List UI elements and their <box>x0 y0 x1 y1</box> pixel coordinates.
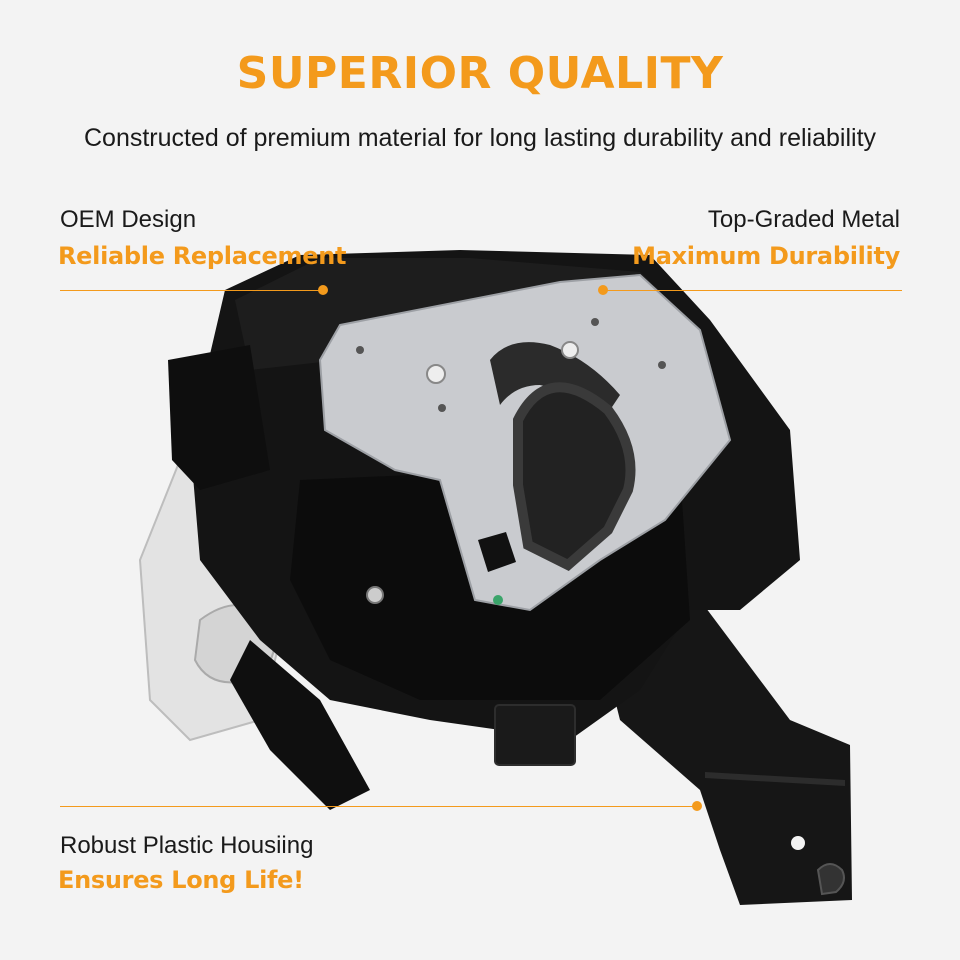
page-title: SUPERIOR QUALITY <box>236 48 724 99</box>
callout-top-right-dot <box>598 285 608 295</box>
callout-top-left-line <box>60 290 322 291</box>
foam-pad <box>513 382 636 571</box>
plug-connector <box>494 704 576 766</box>
left-connector <box>168 345 270 490</box>
callout-bottom-left-line <box>60 806 696 807</box>
callout-bottom-left-dot <box>692 801 702 811</box>
mounting-bracket <box>600 600 852 905</box>
rivet-1 <box>426 364 446 384</box>
bolt-hole-3 <box>591 318 599 326</box>
bracket-slot <box>705 772 845 786</box>
callout-top-left-dot <box>318 285 328 295</box>
page-subtitle: Constructed of premium material for long… <box>83 124 877 152</box>
bolt-hole-4 <box>658 361 666 369</box>
callout-top-right-line <box>605 290 902 291</box>
bracket-hole <box>791 836 805 850</box>
callout-top-left-label: OEM Design <box>60 206 197 233</box>
callout-top-right-highlight: Maximum Durability <box>632 242 900 270</box>
rivet-2 <box>561 341 579 359</box>
black-button <box>478 532 516 572</box>
bolt-hole-1 <box>438 404 446 412</box>
callout-top-left-highlight: Reliable Replacement <box>58 242 347 270</box>
callout-bottom-left-label: Robust Plastic Housiing <box>60 832 314 859</box>
callout-bottom-left-highlight: Ensures Long Life! <box>58 866 304 894</box>
bolt-hole-2 <box>356 346 364 354</box>
green-indicator <box>493 595 503 605</box>
bracket-clip <box>816 863 845 896</box>
callout-top-right-label: Top-Graded Metal <box>707 206 900 233</box>
side-arm <box>230 640 370 810</box>
rivet-3 <box>366 586 384 604</box>
